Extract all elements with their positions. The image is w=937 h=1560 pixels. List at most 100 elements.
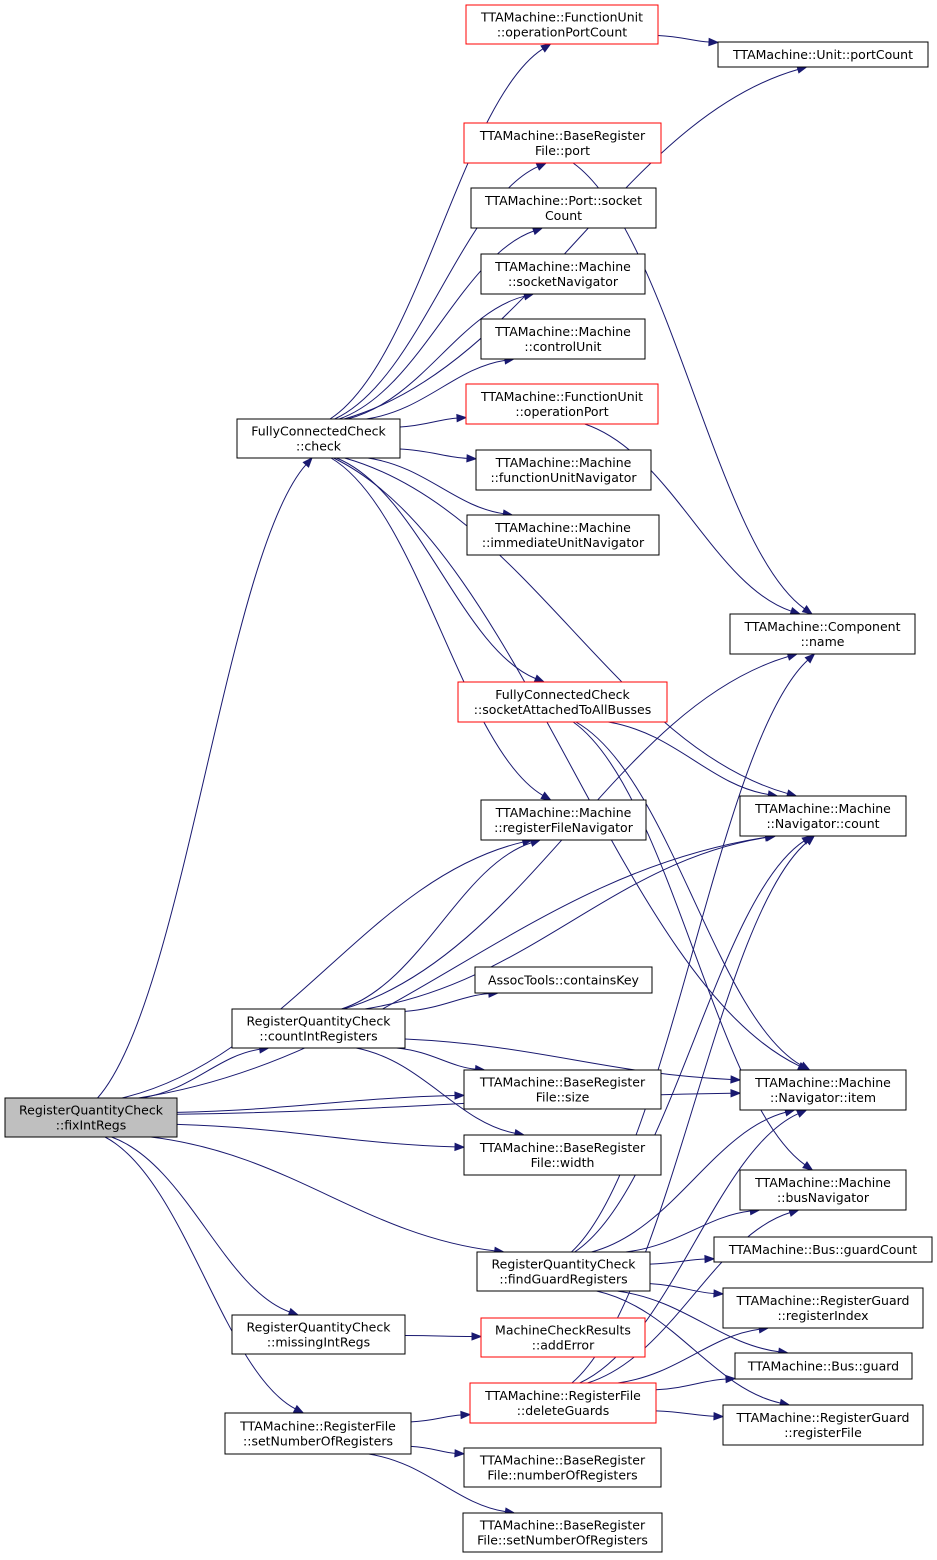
node-box[interactable] [739, 795, 907, 837]
node-box[interactable] [480, 799, 647, 841]
node-box[interactable] [463, 122, 662, 164]
node-unit-portCount[interactable]: TTAMachine::Unit::portCount [717, 41, 929, 68]
edge-line [625, 1210, 751, 1253]
node-fu-operationPort[interactable]: TTAMachine::FunctionUnit::operationPort [465, 383, 659, 425]
node-label-line: File::width [531, 1155, 595, 1170]
node-rg-registerFile[interactable]: TTAMachine::RegisterGuard::registerFile [722, 1404, 924, 1446]
node-missingIntRegs[interactable]: RegisterQuantityCheck::missingIntRegs [231, 1314, 406, 1355]
node-box[interactable] [480, 1317, 646, 1358]
node-box[interactable] [722, 1287, 924, 1329]
node-box[interactable] [476, 1251, 651, 1292]
node-fc-socketAttached[interactable]: FullyConnectedCheck::socketAttachedToAll… [457, 681, 668, 723]
node-fu-operationPortCount[interactable]: TTAMachine::FunctionUnit::operationPortC… [465, 4, 659, 45]
node-brf-setNumberOfRegisters[interactable]: TTAMachine::BaseRegisterFile::setNumberO… [462, 1512, 663, 1553]
node-box[interactable] [463, 1069, 662, 1110]
node-box[interactable] [713, 1236, 933, 1263]
node-box[interactable] [469, 1382, 657, 1424]
node-fc-check[interactable]: FullyConnectedCheck::check [236, 418, 401, 459]
node-findGuardRegisters[interactable]: RegisterQuantityCheck::findGuardRegister… [476, 1251, 651, 1292]
node-rf-setNumberOfRegisters[interactable]: TTAMachine::RegisterFile::setNumberOfReg… [224, 1412, 412, 1455]
node-box[interactable] [717, 41, 929, 68]
node-box[interactable] [739, 1169, 907, 1211]
arrowhead-icon [804, 835, 816, 846]
node-box[interactable] [462, 1512, 663, 1553]
arrowhead-icon [789, 606, 802, 616]
node-component-name[interactable]: TTAMachine::Component::name [729, 613, 916, 655]
node-box[interactable] [224, 1412, 412, 1455]
node-label-line: ::socketNavigator [508, 274, 619, 289]
node-box[interactable] [465, 383, 659, 425]
node-label-line: TTAMachine::RegisterFile [484, 1388, 641, 1403]
node-rf-deleteGuards[interactable]: TTAMachine::RegisterFile::deleteGuards [469, 1382, 657, 1424]
node-box[interactable] [734, 1352, 913, 1380]
node-fixIntRegs[interactable]: RegisterQuantityCheck::fixIntRegs [4, 1097, 178, 1138]
node-m-controlUnit[interactable]: TTAMachine::Machine::controlUnit [480, 318, 646, 360]
edge-line [121, 841, 524, 1099]
node-countIntRegisters[interactable]: RegisterQuantityCheck::countIntRegisters [231, 1008, 406, 1049]
node-box[interactable] [475, 449, 652, 491]
node-label-line: Count [545, 208, 582, 223]
node-m-socketNavigator[interactable]: TTAMachine::Machine::socketNavigator [480, 253, 646, 295]
node-box[interactable] [463, 1134, 662, 1176]
node-label-line: TTAMachine::Bus::guard [747, 1359, 899, 1374]
node-box[interactable] [231, 1314, 406, 1355]
edge-line [150, 1136, 495, 1252]
edge-fixIntRegs-to-m-registerFileNavigator [121, 838, 534, 1099]
node-nav-count[interactable]: TTAMachine::Machine::Navigator::count [739, 795, 907, 837]
node-label-line: TTAMachine::Machine [754, 801, 891, 816]
node-box[interactable] [729, 613, 916, 655]
arrowhead-icon [454, 1142, 466, 1152]
edge-fixIntRegs-to-findGuardRegisters [150, 1136, 506, 1256]
node-nav-item[interactable]: TTAMachine::Machine::Navigator::item [739, 1069, 907, 1111]
edge-line [344, 457, 788, 795]
node-box[interactable] [480, 253, 646, 295]
node-box[interactable] [470, 187, 657, 229]
node-box[interactable] [474, 966, 653, 994]
node-box[interactable] [480, 318, 646, 360]
edge-fixIntRegs-to-fc-check [97, 456, 313, 1099]
node-label-line: ::operationPort [515, 404, 608, 419]
node-label-line: TTAMachine::Machine [494, 259, 631, 274]
node-bus-guard[interactable]: TTAMachine::Bus::guard [734, 1352, 913, 1380]
node-assoc-containsKey[interactable]: AssocTools::containsKey [474, 966, 653, 994]
edge-line [579, 1113, 799, 1384]
edge-line [366, 359, 506, 420]
node-m-busNavigator[interactable]: TTAMachine::Machine::busNavigator [739, 1169, 907, 1211]
node-box[interactable] [231, 1008, 406, 1049]
node-box[interactable] [466, 514, 660, 556]
arrowhead-icon [801, 605, 814, 615]
node-box[interactable] [722, 1404, 924, 1446]
arrowhead-icon [535, 162, 548, 171]
edge-line [399, 448, 468, 459]
node-box[interactable] [463, 1447, 662, 1488]
node-bus-guardCount[interactable]: TTAMachine::Bus::guardCount [713, 1236, 933, 1263]
node-mcr-addError[interactable]: MachineCheckResults::addError [480, 1317, 646, 1358]
node-label-line: TTAMachine::RegisterGuard [736, 1293, 910, 1308]
node-label-line: RegisterQuantityCheck [247, 1014, 392, 1029]
node-brf-numberOfRegisters[interactable]: TTAMachine::BaseRegisterFile::numberOfRe… [463, 1447, 662, 1488]
node-label-line: ::Navigator::count [766, 816, 879, 831]
node-box[interactable] [4, 1097, 178, 1138]
edge-line [591, 1111, 786, 1253]
node-m-functionUnitNavigator[interactable]: TTAMachine::Machine::functionUnitNavigat… [475, 449, 652, 491]
edge-line [404, 993, 489, 1012]
node-box[interactable] [457, 681, 668, 723]
edge-fc-check-to-fu-operationPort [399, 413, 468, 428]
node-m-registerFileNavigator[interactable]: TTAMachine::Machine::registerFileNavigat… [480, 799, 647, 841]
edge-line [410, 1414, 462, 1423]
node-label-line: ::fixIntRegs [56, 1118, 126, 1133]
node-box[interactable] [465, 4, 659, 45]
node-m-immediateUnitNavigator[interactable]: TTAMachine::Machine::immediateUnitNaviga… [466, 514, 660, 556]
nodes-layer: RegisterQuantityCheck::fixIntRegs FullyCo… [4, 4, 933, 1553]
edge-findGuardRegisters-to-bus-guardCount [649, 1254, 716, 1265]
node-rg-registerIndex[interactable]: TTAMachine::RegisterGuard::registerIndex [722, 1287, 924, 1329]
node-box[interactable] [236, 418, 401, 459]
edge-line [608, 721, 769, 796]
edge-line [572, 721, 806, 1166]
node-box[interactable] [739, 1069, 907, 1111]
